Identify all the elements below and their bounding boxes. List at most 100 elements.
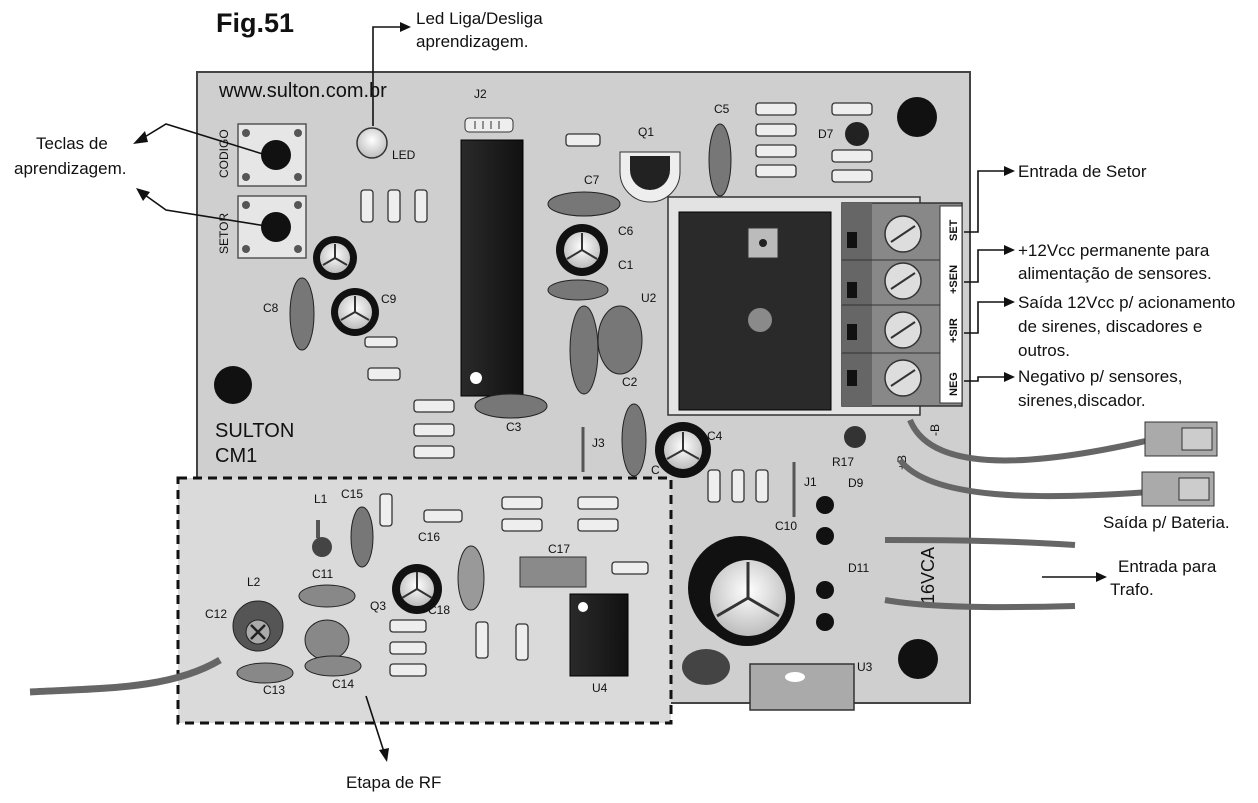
sector-button-label: SETOR [217,213,231,254]
antenna-wire [29,656,222,696]
learning-led [356,127,388,159]
sensor-leader-arrow [1004,245,1015,255]
negative-annotation-line2: sirenes,discador. [1018,391,1146,410]
c4-label: C4 [707,429,723,443]
transformer-wire-2 [884,597,1076,611]
diode-d11 [816,581,834,631]
keys-leader-upper [142,123,267,156]
code-button [237,123,307,187]
led-annotation-line2: aprendizagem. [416,32,528,51]
capacitor-c1 [547,279,609,301]
capacitor-c2 [569,305,599,395]
keys-annotation-line2: aprendizagem. [14,159,126,178]
j1-label: J1 [804,475,817,489]
trafo-input-annotation-line2: Trafo. [1110,580,1154,599]
battery-wire-negative [907,418,1151,464]
sensor-leader-line [964,249,1004,283]
d9-label: D9 [848,476,864,490]
siren-leader-line [964,301,1004,334]
c1-label: C1 [618,258,634,272]
led-annotation-line1: Led Liga/Desliga [416,9,543,28]
capacitor-near-u3 [682,649,730,685]
capacitor-c14 [304,655,362,677]
keys-leader-upper-arrow [133,131,148,144]
sector-leader-arrow [1004,166,1015,176]
sector-button [237,195,307,259]
c3-label: C3 [506,420,522,434]
siren-leader-arrow [1004,297,1015,307]
capacitor-c11 [298,584,356,608]
u4-label: U4 [592,681,608,695]
capacitor-c9 [331,288,379,336]
diode-d7 [845,122,869,146]
q1-label: Q1 [638,125,654,139]
terminal-screw-sen [884,262,922,300]
crystal [519,556,587,588]
transistor-q3 [304,619,350,661]
c8-label: C8 [263,301,279,315]
r17-label: R17 [832,455,854,469]
c-cut-label: C [651,463,660,477]
capacitor-c5 [708,123,732,197]
battery-connector-1 [1144,421,1218,457]
sensor-power-annotation-line2: alimentação de sensores. [1018,264,1212,283]
resistor-r17 [844,426,866,448]
led-leader-arrow [400,22,411,32]
capacitor-c6 [556,224,608,276]
c9-label: C9 [381,292,397,306]
regulator-u2 [597,305,643,375]
terminal-screw-set [884,215,922,253]
siren-output-annotation-line3: outros. [1018,341,1070,360]
l1-label: L1 [314,492,328,506]
c6-label: C6 [618,224,634,238]
rf-leader-line [365,695,385,753]
model-name: CM1 [215,445,257,467]
capacitor-c8 [289,277,315,351]
negative-leader-line [964,376,1004,382]
terminal-label-strip [939,205,963,404]
c18-label: C18 [428,603,450,617]
chip-u4 [569,593,629,677]
d7-label: D7 [818,127,834,141]
mounting-hole [214,366,252,404]
l2-label: L2 [247,575,261,589]
brand-name: SULTON [215,420,294,442]
keys-annotation-line1: Teclas de [36,134,108,153]
negative-leader-arrow [1004,372,1015,382]
c15-label: C15 [341,487,363,501]
terminal-screw-sir [884,311,922,349]
negative-annotation-line1: Negativo p/ sensores, [1018,367,1182,386]
battery-neg-label: -B [928,424,942,436]
capacitor-c3 [474,393,548,419]
voltage-label: 16VCA [918,547,938,604]
code-button-label: CODIGO [217,129,231,178]
c14-label: C14 [332,677,354,691]
capacitor-c4 [655,422,711,478]
inductor-l1 [312,520,332,557]
siren-output-annotation-line1: Saída 12Vcc p/ acionamento [1018,293,1235,312]
website-url: www.sulton.com.br [218,80,387,102]
terminal-screw-neg [884,359,922,397]
capacitor-c15 [350,506,374,568]
capacitor-near-c16 [392,564,442,614]
inductor-l2 [232,600,284,652]
figure-number: Fig.51 [216,8,294,38]
c13-label: C13 [263,683,285,697]
jumper-j2 [464,117,514,133]
c11-label: C11 [312,567,333,581]
j3-label: J3 [592,436,605,450]
keys-leader-lower [144,194,267,227]
c2-label: C2 [622,375,638,389]
terminal-sir-label: +SIR [948,318,960,343]
q3-label: Q3 [370,599,386,613]
c12-label: C12 [205,607,227,621]
microcontroller-chip [460,139,524,397]
u2-label: U2 [641,291,657,305]
sector-leader-line [964,170,1004,233]
trafo-input-annotation-line1: Entrada para [1118,557,1217,576]
keys-leader-lower-arrow [136,188,150,201]
sensor-power-annotation-line1: +12Vcc permanente para [1018,241,1210,260]
capacitor-c-left [621,403,647,477]
led-silk-label: LED [392,148,416,162]
terminal-sen-label: +SEN [948,265,960,294]
